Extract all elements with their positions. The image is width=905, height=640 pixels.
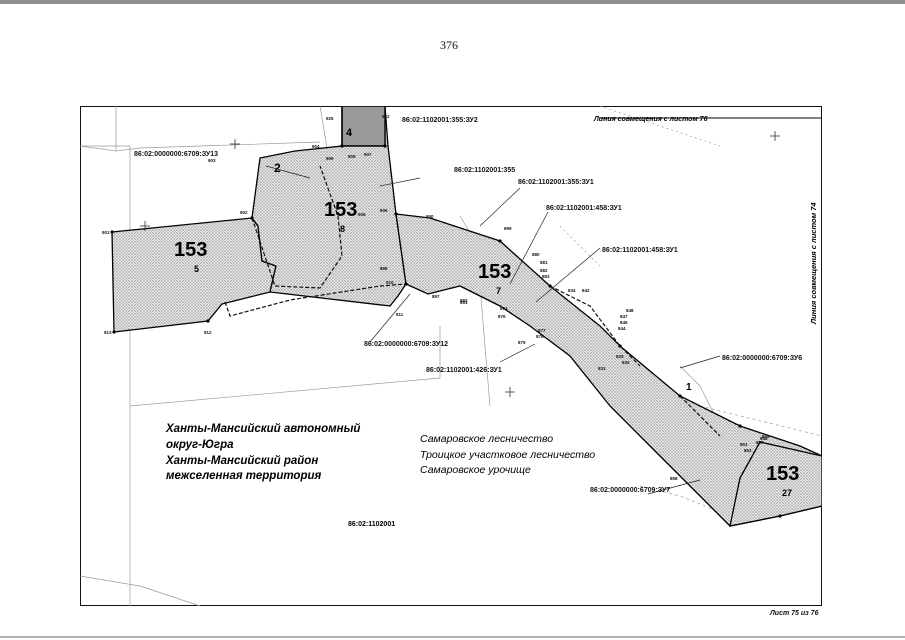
- point-number: 908: [348, 154, 356, 159]
- parcel-sub-1: 1: [686, 382, 692, 393]
- point-number: 897: [432, 294, 440, 299]
- point-number: 902: [240, 210, 248, 215]
- parcel-code-7: 153: [478, 261, 511, 283]
- cadastral-map: 153 5 153 8 153 7 153 27 2 4 1 86:02:110…: [80, 106, 822, 606]
- region-line-3: Ханты-Мансийский район: [165, 455, 318, 467]
- parcel-sub-27: 27: [782, 488, 792, 498]
- point-number: 858: [670, 476, 678, 481]
- point-number: 832: [622, 360, 630, 365]
- point-number: 856: [760, 436, 768, 441]
- block-label: 86:02:1102001: [348, 521, 395, 528]
- point-number: 907: [364, 152, 372, 157]
- scan-edge-top: [0, 0, 905, 4]
- point-number: 911: [396, 312, 404, 317]
- region-line-2: округ-Югра: [166, 439, 234, 451]
- cadastral-label: 86:02:1102001:355:ЗУ1: [518, 179, 594, 186]
- cadastral-label: 86:02:0000000:6709:ЗУ12: [364, 341, 448, 348]
- cadastral-label: 86:02:1102001:458:ЗУ1: [546, 205, 622, 212]
- cadastral-label: 86:02:1102001:355: [454, 167, 515, 174]
- vertex-points: [110, 144, 782, 518]
- parcel-code-5: 153: [174, 239, 207, 261]
- point-number: 874: [500, 306, 508, 311]
- cadastral-label: 86:02:1102001:426:ЗУ1: [426, 367, 502, 374]
- forestry-line-2: Троицкое участковое лесничество: [420, 449, 595, 461]
- point-number: 925: [326, 116, 334, 121]
- point-number: 831: [598, 366, 606, 371]
- parcel-153-5: [111, 217, 277, 333]
- point-number: 909: [326, 156, 334, 161]
- cadastral-label: 86:02:1102001:355:ЗУ2: [402, 117, 478, 124]
- cadastral-label: 86:02:0000000:6709:ЗУ7: [590, 487, 670, 494]
- leader-lines: [265, 165, 721, 495]
- match-line-top-label: Линия совмещения с листом 76: [593, 116, 708, 123]
- point-number: 892: [460, 298, 468, 303]
- parcel-sub-2: 2: [274, 161, 281, 175]
- point-number: 877: [538, 328, 546, 333]
- point-number: 881: [540, 260, 548, 265]
- point-number: 883: [542, 274, 550, 279]
- parcel-code-8: 153: [324, 199, 357, 221]
- grid-crosses: [140, 131, 780, 397]
- point-number: 906: [380, 208, 388, 213]
- region-line-1: Ханты-Мансийский автономный: [165, 423, 360, 435]
- background-lines: [80, 106, 822, 606]
- scan-edge-bottom: [0, 636, 905, 638]
- page-number: 376: [440, 38, 458, 52]
- cadastral-label: 86:02:0000000:6709:ЗУ13: [134, 151, 218, 158]
- cadastral-label: 86:02:0000000:6709:ЗУ6: [722, 355, 802, 362]
- parcel-sub-5: 5: [194, 264, 199, 274]
- point-number: 852: [744, 448, 752, 453]
- point-number: 844: [618, 326, 626, 331]
- point-number: 903: [208, 158, 216, 163]
- parcel-4-strip: [341, 106, 386, 147]
- point-number: 834: [568, 288, 576, 293]
- point-number: 880: [532, 252, 540, 257]
- region-line-4: межселенная территория: [166, 470, 321, 482]
- point-number: 847: [620, 314, 628, 319]
- interior-boundaries: [224, 165, 721, 437]
- point-number: 848: [626, 308, 634, 313]
- parcel-sub-8: 8: [340, 224, 345, 234]
- forestry-line-3: Самаровское урочище: [420, 464, 531, 476]
- point-number: 842: [582, 288, 590, 293]
- point-number: 899: [504, 226, 512, 231]
- point-number: 912: [204, 330, 212, 335]
- point-number: 898: [380, 266, 388, 271]
- point-number: 845: [620, 320, 628, 325]
- cadastral-label: 86:02:1102001:458:ЗУ1: [602, 247, 678, 254]
- sheet-footer: Лист 75 из 76: [770, 610, 819, 617]
- point-number: 910: [386, 280, 394, 285]
- point-number: 900: [426, 214, 434, 219]
- point-number: 901: [102, 230, 110, 235]
- point-number: 859: [762, 434, 770, 439]
- point-number: 913: [104, 330, 112, 335]
- map-frame: [80, 106, 822, 606]
- parcel-code-27: 153: [766, 463, 799, 485]
- point-number: 922: [382, 114, 390, 119]
- point-number: 833: [616, 354, 624, 359]
- point-number: 878: [536, 334, 544, 339]
- point-number: 879: [518, 340, 526, 345]
- forestry-line-1: Самаровское лесничество: [420, 433, 553, 445]
- point-number: 882: [540, 268, 548, 273]
- point-number: 905: [358, 212, 366, 217]
- parcel-sub-7: 7: [496, 286, 501, 296]
- match-line-right-label: Линия совмещения с листом 74: [809, 202, 818, 325]
- point-number: 904: [312, 144, 320, 149]
- parcel-sub-4: 4: [346, 127, 353, 139]
- point-number: 893: [460, 300, 468, 305]
- point-number: 851: [740, 442, 748, 447]
- point-number: 876: [498, 314, 506, 319]
- point-number: 857: [756, 440, 764, 445]
